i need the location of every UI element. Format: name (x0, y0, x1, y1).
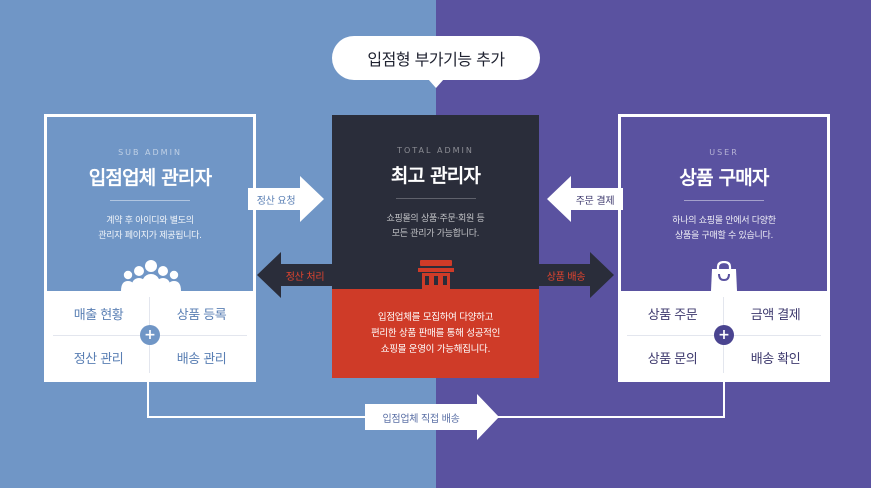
total-admin-title: 최고 관리자 (390, 165, 481, 187)
shopping-bag-icon (709, 260, 739, 291)
user-header: USER 상품 구매자 하나의 쇼핑몰 안에서 다양한 상품을 구매할 수 있습… (621, 117, 827, 291)
total-admin-description-line: 모든 관리가 가능합니다. (391, 229, 480, 239)
settle-request-arrow: 정산 요청 (248, 176, 324, 222)
settle-request-label: 정산 요청 (256, 195, 296, 207)
feature-product-registration: 상품 등록 (176, 307, 227, 323)
sub-admin-description-line: 관리자 페이지가 제공됩니다. (98, 231, 202, 241)
sub-admin-title: 입점업체 관리자 (88, 167, 212, 189)
direct-delivery-line (147, 378, 149, 418)
sub-admin-description: 계약 후 아이디와 별도의 관리자 페이지가 제공됩니다. (57, 214, 243, 244)
highlight-line: 편리한 상품 판매를 통해 성공적인 (370, 327, 501, 339)
order-payment-label: 주문 결제 (575, 195, 615, 207)
total-admin-description: 쇼핑몰의 상품·주문·회원 등 모든 관리가 가능합니다. (342, 212, 529, 242)
order-payment-arrow: 주문 결제 (547, 176, 623, 222)
highlight-line: 입점업체를 모집하여 다양하고 (377, 311, 494, 323)
sub-admin-features: 매출 현황 상품 등록 정산 관리 배송 관리 + (47, 291, 253, 379)
total-admin-header: TOTAL ADMIN 최고 관리자 쇼핑몰의 상품·주문·회원 등 모든 관리… (332, 115, 539, 290)
user-panel: USER 상품 구매자 하나의 쇼핑몰 안에서 다양한 상품을 구매할 수 있습… (621, 117, 827, 379)
feature-product-order: 상품 주문 (647, 307, 698, 323)
feature-settlement-management: 정산 관리 (73, 351, 124, 367)
title-bubble-tail (428, 79, 444, 88)
feature-product-inquiry: 상품 문의 (647, 351, 698, 367)
sub-admin-header: SUB ADMIN 입점업체 관리자 계약 후 아이디와 별도의 관리자 페이지… (47, 117, 253, 291)
divider (684, 200, 764, 201)
direct-delivery-line (147, 416, 367, 418)
product-delivery-label: 상품 배송 (546, 271, 586, 283)
feature-payment: 금액 결제 (750, 307, 801, 323)
product-delivery-arrow: 상품 배송 (538, 252, 614, 298)
divider (110, 200, 190, 201)
total-admin-caption: TOTAL ADMIN (397, 146, 474, 155)
store-building-icon (418, 260, 454, 290)
sub-admin-panel: SUB ADMIN 입점업체 관리자 계약 후 아이디와 별도의 관리자 페이지… (47, 117, 253, 379)
user-description-line: 하나의 쇼핑몰 안에서 다양한 (672, 216, 776, 226)
direct-delivery-line (496, 416, 725, 418)
user-title: 상품 구매자 (679, 167, 769, 189)
sub-admin-description-line: 계약 후 아이디와 별도의 (106, 216, 194, 226)
direct-delivery-arrow (365, 394, 499, 440)
highlight-line: 쇼핑몰 운영이 가능해집니다. (380, 343, 491, 355)
total-admin-description-line: 쇼핑몰의 상품·주문·회원 등 (386, 214, 485, 224)
total-admin-highlight: 입점업체를 모집하여 다양하고 편리한 상품 판매를 통해 성공적인 쇼핑몰 운… (332, 289, 539, 378)
user-features: 상품 주문 금액 결제 상품 문의 배송 확인 + (621, 291, 827, 379)
feature-delivery-management: 배송 관리 (176, 351, 227, 367)
user-description: 하나의 쇼핑몰 안에서 다양한 상품을 구매할 수 있습니다. (631, 214, 817, 244)
left-panel-frame (44, 114, 256, 382)
feature-sales-status: 매출 현황 (73, 307, 124, 323)
title-bubble: 입점형 부가기능 추가 (332, 36, 540, 80)
user-caption: USER (709, 148, 739, 157)
feature-delivery-check: 배송 확인 (750, 351, 801, 367)
direct-delivery-line (723, 378, 725, 418)
user-description-line: 상품을 구매할 수 있습니다. (674, 231, 774, 241)
plus-icon: + (714, 325, 734, 345)
sub-admin-caption: SUB ADMIN (118, 148, 182, 157)
people-group-icon (120, 259, 182, 291)
settle-process-arrow: 정산 처리 (257, 252, 333, 298)
settle-process-label: 정산 처리 (285, 271, 325, 283)
total-admin-panel: TOTAL ADMIN 최고 관리자 쇼핑몰의 상품·주문·회원 등 모든 관리… (332, 115, 539, 378)
direct-delivery-label: 입점업체 직접 배송 (382, 413, 460, 425)
plus-icon: + (140, 325, 160, 345)
divider (396, 198, 476, 199)
